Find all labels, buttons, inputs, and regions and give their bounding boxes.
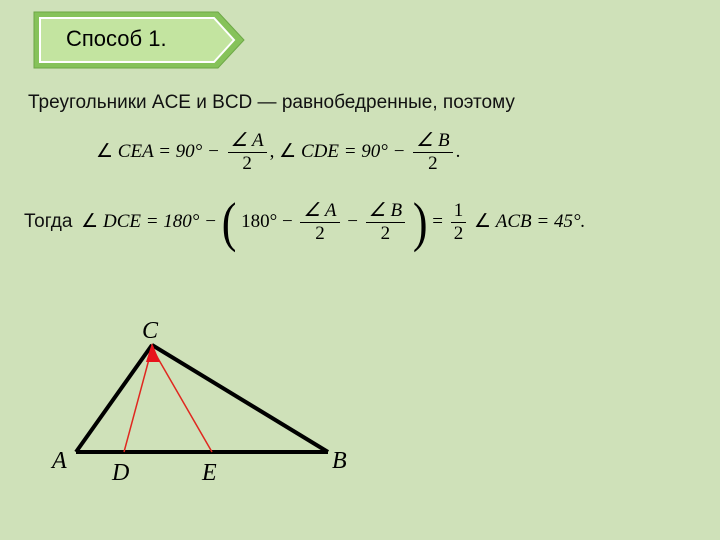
fraction-a-over-2: ∠ A 2 [300,200,340,245]
angle-symbol: ∠ [96,140,114,162]
badge-arrow-shape [33,11,245,69]
point-label-a: A [50,448,67,474]
title: Способ 1. [66,26,167,51]
eq1-lhs2: CDE = 90° − [300,140,406,162]
segment-cd [123,347,153,453]
eq2-rhs: ACB = 45°. [495,210,586,232]
triangle-abc [74,343,330,454]
fraction-a-over-2: ∠ A 2 [227,130,267,175]
intro-text: Треугольники ACE и BCD — равнобедренные,… [28,92,515,113]
right-paren: ) [412,191,428,253]
angle-symbol: ∠ [279,140,297,162]
left-paren: ( [221,191,237,253]
fraction-one-half: 1 2 [450,200,467,245]
point-label-e: E [201,460,217,486]
equation-1: ∠ CEA = 90° − ∠ A 2 , ∠ CDE = 90° − ∠ B … [96,130,461,175]
point-label-d: D [111,460,129,486]
eq1-lhs1: CEA = 90° − [117,140,220,162]
fraction-b-over-2: ∠ B 2 [365,200,406,245]
point-label-c: C [142,318,159,344]
eq2-lhs: DCE = 180° − [102,210,217,232]
equation-2: Тогда ∠ DCE = 180° − ( 180° − ∠ A 2 − ∠ … [24,191,586,253]
eq2-inner: 180° − [241,210,293,232]
title-badge: Способ 1. [32,10,248,70]
fraction-b-over-2: ∠ B 2 [413,130,453,175]
angle-symbol: ∠ [473,210,492,232]
segment-ce [151,347,213,453]
angle-dce-marker [146,343,160,362]
point-label-b: B [332,448,347,474]
togda-label: Тогда [24,210,73,232]
angle-symbol: ∠ [81,210,99,232]
